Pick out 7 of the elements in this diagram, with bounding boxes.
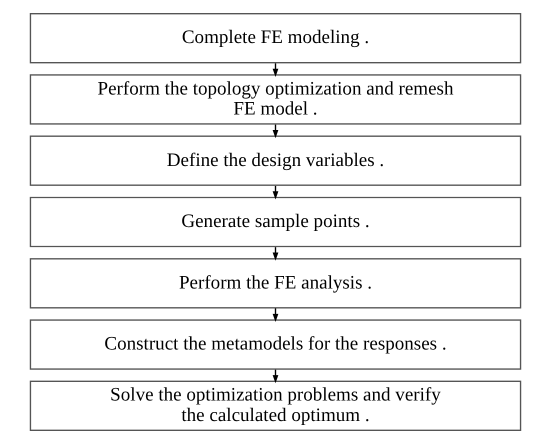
node-box: Generate sample points .: [30, 196, 522, 248]
node-box: Perform the FE analysis .: [30, 258, 522, 308]
node-box: Define the design variables .: [30, 136, 522, 186]
node-box: Solve the optimization problems and verify the calculated optimum .: [30, 380, 522, 431]
node-box: Complete FE modeling .: [30, 13, 522, 64]
node-box: Construct the metamodels for the responses .: [30, 319, 522, 370]
node-box: Perform the topology optimization and remesh FE model .: [30, 74, 522, 125]
